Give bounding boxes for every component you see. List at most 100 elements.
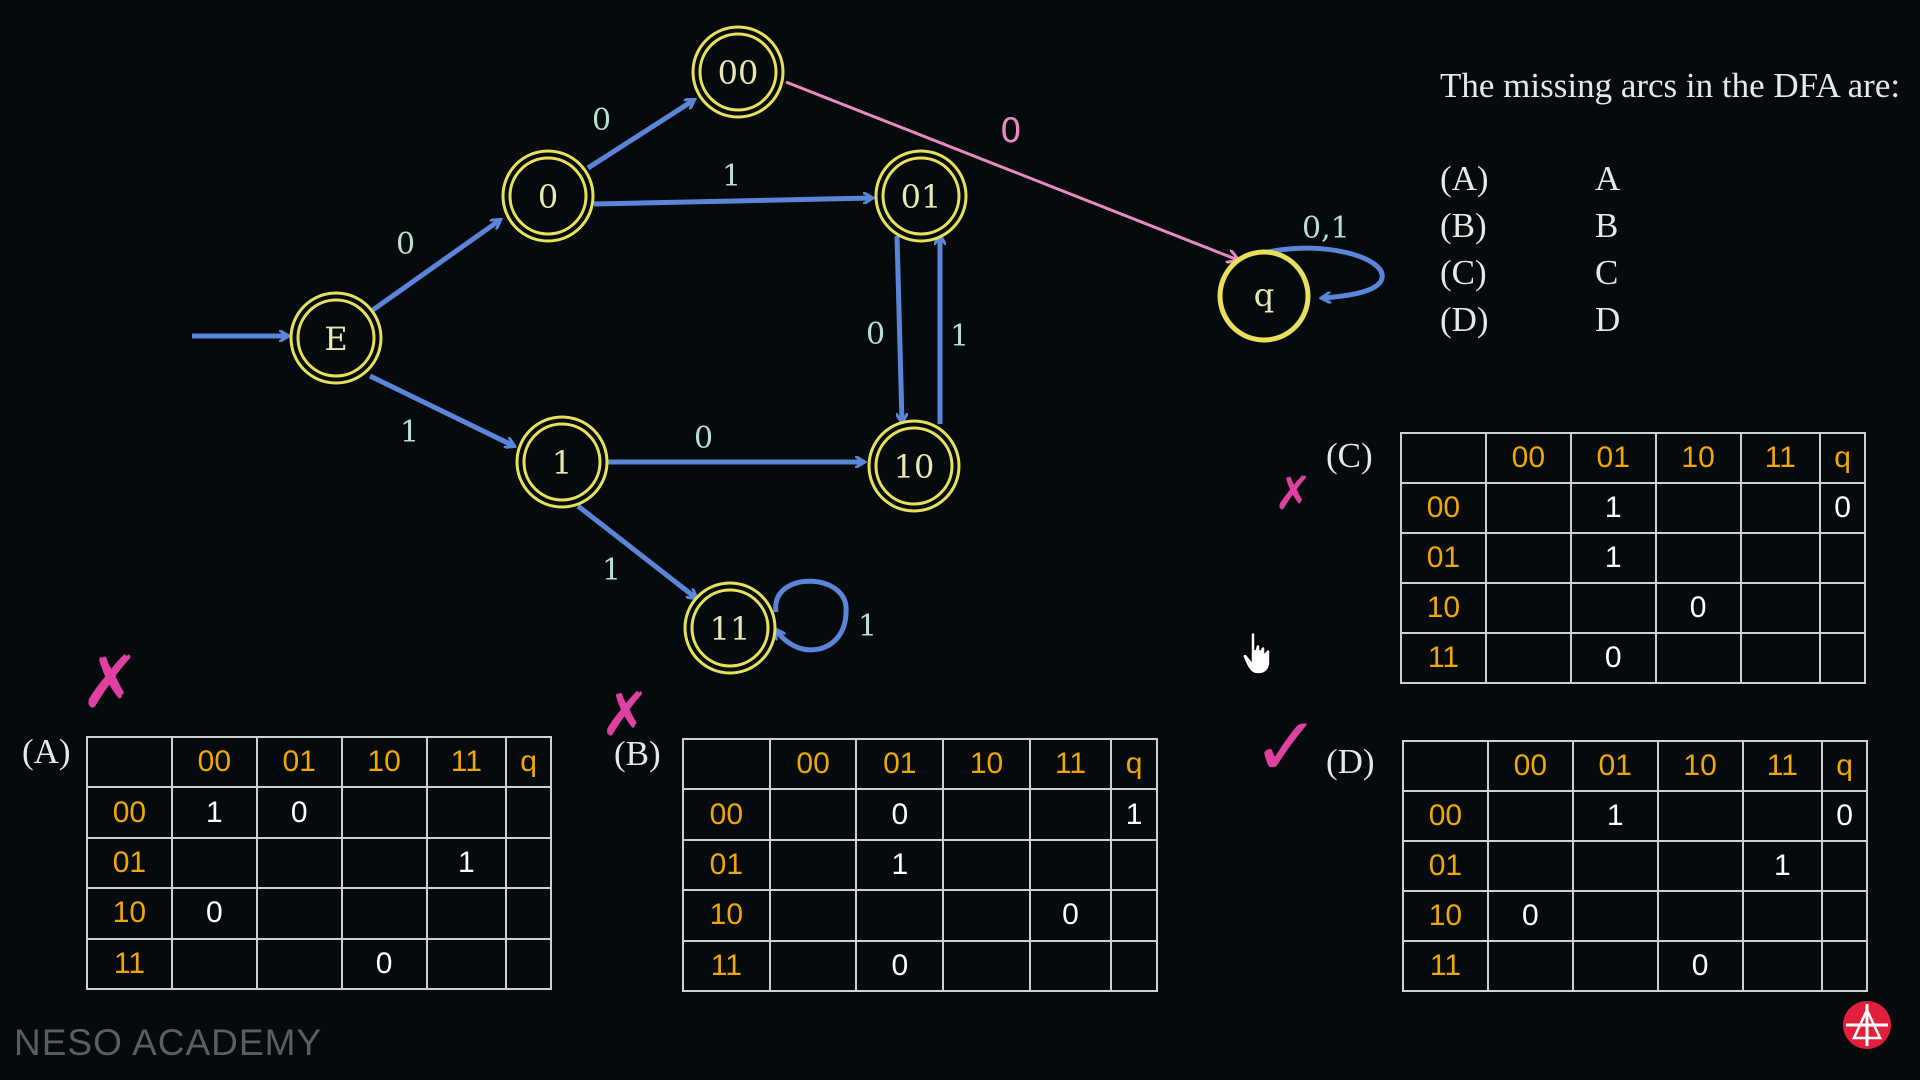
table-cell (1571, 940, 1659, 992)
state-11 (683, 581, 777, 675)
edge-label-e-0: 0 (396, 227, 415, 262)
table-cell (1484, 582, 1572, 634)
table-cell: 0 (170, 887, 258, 940)
edge-label-11-loop: 1 (858, 609, 877, 644)
table-cell (768, 939, 858, 993)
table-cell: 1 (170, 786, 258, 839)
table-cell (86, 735, 173, 789)
edge-label-e-1: 1 (400, 415, 419, 450)
option-d-key: (D) (1440, 300, 1489, 339)
state-10-label: 10 (894, 448, 935, 486)
table-b-label: (B) (614, 734, 661, 773)
table-cell (340, 786, 428, 839)
table-header-cell: q (1819, 432, 1866, 484)
table-cell: 0 (855, 939, 945, 993)
edge-label-10-01: 1 (950, 319, 969, 354)
table-cell (505, 786, 552, 839)
edge-label-0-00: 0 (592, 103, 611, 138)
table-cell (340, 836, 428, 890)
table-row-header: 00 (1400, 482, 1487, 534)
table-cell: 0 (340, 937, 428, 991)
table-row-header: 11 (1402, 940, 1489, 992)
cross-mark-c: ✗ (1274, 466, 1313, 520)
table-cell (1486, 840, 1574, 892)
option-b-key: (B) (1440, 206, 1487, 245)
table-cell (1656, 890, 1744, 942)
table-cell (425, 887, 508, 940)
table-cell (1656, 790, 1744, 842)
edge-e-0 (368, 220, 500, 315)
table-row-header: 01 (1402, 840, 1489, 892)
table-cell (1821, 890, 1868, 942)
table-cell (1819, 582, 1866, 634)
table-cell: 1 (1569, 482, 1657, 534)
loop-q (1267, 245, 1385, 298)
table-cell: 1 (1110, 788, 1158, 841)
edge-0-00 (586, 100, 694, 171)
edge-0-01 (593, 198, 872, 207)
table-header-cell: 00 (1484, 432, 1572, 484)
table-header-cell: 00 (768, 737, 858, 791)
table-d-label: (D) (1326, 742, 1375, 781)
edge-label-q-loop: 0,1 (1302, 211, 1350, 246)
option-d-value: D (1595, 300, 1621, 339)
table-cell (1110, 838, 1158, 892)
table-row-header: 01 (682, 838, 771, 892)
edge-e-1 (368, 373, 514, 446)
table-cell (1741, 940, 1824, 992)
table-header-cell: 00 (170, 735, 258, 789)
edge-label-0-01: 1 (722, 159, 741, 194)
table-cell (1739, 582, 1822, 634)
state-0 (501, 149, 595, 243)
table-cell (942, 838, 1031, 892)
option-c-key: (C) (1440, 253, 1487, 292)
table-cell: 1 (1741, 840, 1824, 892)
table-cell: 0 (1654, 582, 1742, 634)
table-cell (1571, 840, 1659, 892)
table-cell (340, 887, 428, 940)
state-01-label: 01 (901, 178, 942, 216)
table-cell: 0 (1656, 940, 1744, 992)
neso-logo-icon (1843, 1001, 1891, 1049)
table-cell (1654, 632, 1742, 684)
table-a-label: (A) (22, 732, 71, 771)
option-b: (B)B (1440, 202, 1620, 249)
table-cell (1654, 482, 1742, 534)
table-cell (1484, 532, 1572, 584)
state-q-label: q (1254, 276, 1274, 314)
edge-label-1-10: 0 (694, 421, 713, 456)
table-cell: 1 (855, 838, 945, 892)
state-00-label: 00 (718, 54, 759, 92)
hand-cursor-icon (1242, 632, 1271, 675)
table-row-header: 11 (1400, 632, 1487, 684)
edge-00-q (785, 80, 1238, 260)
table-header-cell: 10 (1656, 740, 1744, 792)
option-d: (D) D (1440, 296, 1620, 343)
table-row-header: 00 (86, 786, 173, 839)
table-cell (1821, 940, 1868, 992)
table-cell (1819, 632, 1866, 684)
table-cell (1569, 582, 1657, 634)
state-01 (874, 149, 968, 243)
table-header-cell: 10 (340, 735, 428, 789)
cross-mark-b: ✗ (600, 680, 651, 750)
table-header-cell: 10 (1654, 432, 1742, 484)
table-header-cell: q (505, 735, 552, 789)
table-row-header: 10 (682, 889, 771, 942)
table-cell: 0 (1569, 632, 1657, 684)
table-cell (1741, 890, 1824, 942)
cross-mark-a: ✗ (80, 640, 141, 724)
state-11-label: 11 (710, 610, 751, 648)
table-cell (1402, 740, 1489, 792)
table-cell (1821, 840, 1868, 892)
table-cell: 0 (1028, 889, 1113, 942)
table-cell: 1 (1569, 532, 1657, 584)
